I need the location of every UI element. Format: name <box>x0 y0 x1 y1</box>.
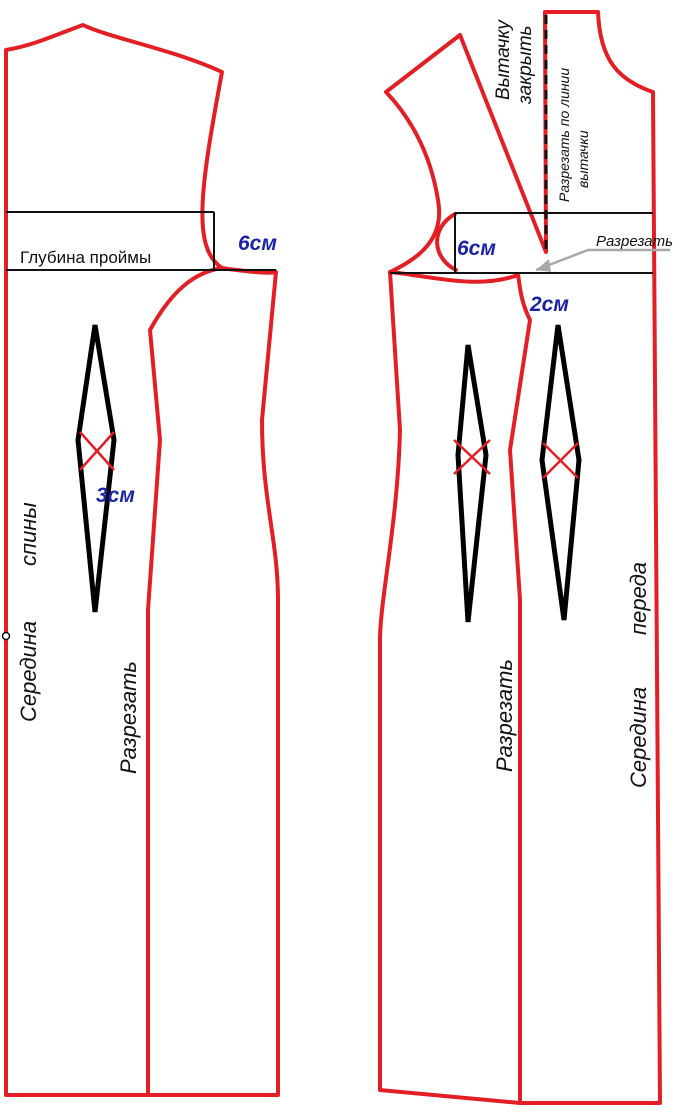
front-waist-dart-left <box>455 344 489 623</box>
back-armhole-width-label: 6см <box>238 232 277 255</box>
front-dart-close-label-2: закрыть <box>515 25 536 105</box>
front-armhole-arc <box>435 212 458 272</box>
front-cut-dart-line-label-2: вытачки <box>575 130 591 188</box>
front-cut-arrow-label: Разрезать <box>596 233 673 250</box>
front-waist-dart-right <box>539 324 582 621</box>
front-armhole-width-label: 6см <box>457 237 496 260</box>
back-side-seam-outline <box>146 266 280 1097</box>
front-pattern-piece <box>378 10 670 1105</box>
front-cut-dart-line-label-1: Разрезать по линии <box>556 68 572 202</box>
front-left-dart-cross-mark <box>453 439 491 475</box>
back-center-word2-label: спины <box>16 502 41 566</box>
back-outer-outline <box>4 23 224 1097</box>
front-outer-outline <box>384 10 662 1105</box>
front-dart-close-label-1: Вытачку <box>493 19 514 100</box>
back-center-label: Середина <box>16 621 41 722</box>
front-center-word2-label: переда <box>626 562 651 635</box>
back-armhole-depth-label: Глубина проймы <box>20 248 151 267</box>
front-armhole-offset-label: 2см <box>529 293 569 316</box>
back-waist-dart <box>75 324 117 613</box>
front-cut-pointer-arrow <box>535 248 670 272</box>
front-side-cut-label: Разрезать <box>492 659 517 772</box>
front-side-seam-outline <box>378 270 522 1105</box>
back-center-point <box>1 631 11 641</box>
front-right-dart-cross-mark <box>542 442 579 479</box>
back-side-cut-label: Разрезать <box>116 661 141 774</box>
back-dart-cross-mark <box>79 431 115 471</box>
back-dart-offset-label: 3см <box>96 484 135 507</box>
back-pattern-piece <box>1 23 280 1097</box>
front-center-label: Середина <box>626 687 651 788</box>
